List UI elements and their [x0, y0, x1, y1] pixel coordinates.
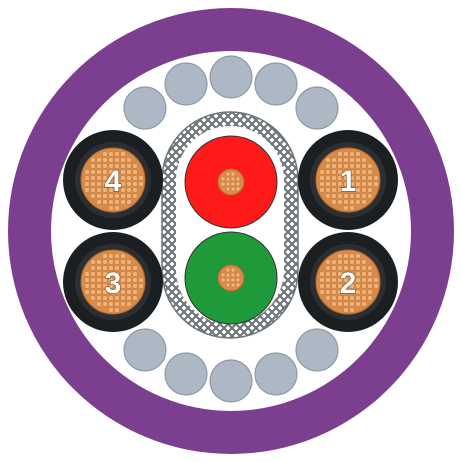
filler-strand — [209, 359, 253, 403]
core-number-label: 4 — [105, 165, 122, 198]
copper-conductor-icon — [80, 249, 146, 315]
shielded-signal-pair — [161, 111, 299, 339]
power-core-2: 2 — [298, 232, 398, 332]
copper-conductor-icon — [217, 168, 245, 196]
copper-conductor-icon — [315, 147, 381, 213]
power-cores: 1 2 3 4 — [63, 130, 398, 332]
signal-core-green — [184, 231, 278, 325]
copper-conductor-icon — [315, 249, 381, 315]
filler-strand — [123, 328, 167, 372]
filler-strands — [123, 55, 339, 403]
power-core-3: 3 — [63, 232, 163, 332]
filler-strand — [123, 86, 167, 130]
core-number-label: 3 — [105, 267, 122, 300]
power-core-1: 1 — [298, 130, 398, 230]
copper-conductor-icon — [217, 264, 245, 292]
core-number-label: 1 — [340, 165, 357, 198]
filler-strand — [254, 62, 298, 106]
power-core-4: 4 — [63, 130, 163, 230]
copper-conductor-icon — [80, 147, 146, 213]
filler-strand — [164, 62, 208, 106]
filler-strand — [295, 328, 339, 372]
signal-core-red — [184, 135, 278, 229]
filler-strand — [164, 352, 208, 396]
signal-pair-cores — [184, 135, 278, 325]
filler-strand — [295, 86, 339, 130]
filler-strand — [209, 55, 253, 99]
core-number-label: 2 — [340, 267, 357, 300]
filler-strand — [254, 352, 298, 396]
